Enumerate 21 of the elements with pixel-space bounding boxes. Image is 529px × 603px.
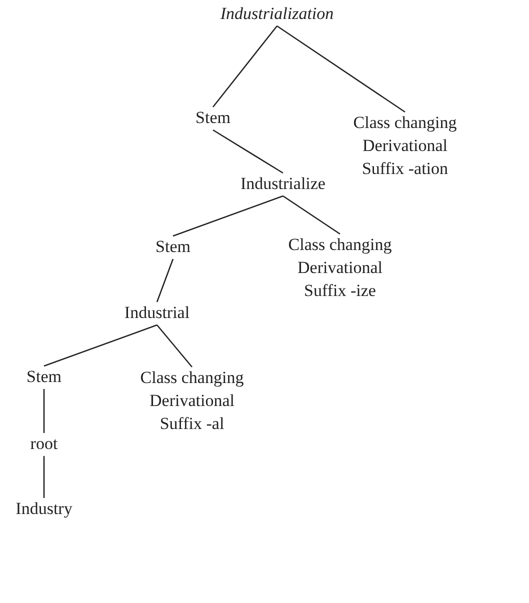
tree-node-label: Class changing Derivational Suffix -ation [340,111,470,180]
tree-branch-line [44,324,158,367]
tree-node-label: Industrial [124,301,190,324]
tree-branch-line [212,129,284,174]
tree-node-label: root [30,432,58,455]
tree-node-label: Industry [16,497,72,520]
tree-branch-line [43,456,45,498]
tree-branch-line [156,258,174,302]
tree-branch-line [43,389,45,433]
tree-branch-line [276,25,406,113]
tree-branch-line [282,195,340,235]
tree-node-label: Industrialization [212,2,342,25]
tree-node-label: Class changing Derivational Suffix -ize [275,233,405,302]
tree-node-label: Class changing Derivational Suffix -al [127,366,257,435]
tree-node-label: Industrialize [240,172,326,195]
tree-branch-line [212,26,278,108]
tree-branch-line [172,195,284,237]
tree-node-label: Stem [156,235,190,258]
tree-branch-line [156,324,192,368]
tree-node-label: Stem [26,365,62,388]
tree-node-label: Stem [196,106,230,129]
